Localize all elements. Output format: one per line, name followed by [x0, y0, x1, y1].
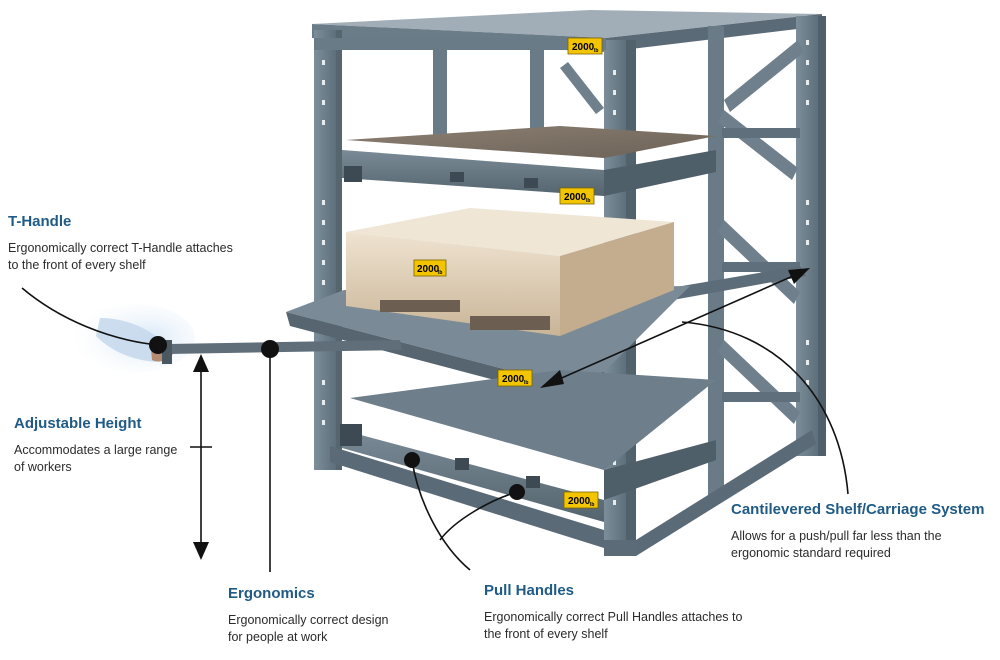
- svg-text:2000: 2000: [502, 374, 525, 385]
- callout-adjustable-height-line-2: of workers: [14, 460, 72, 474]
- push-pull-arrowhead-left: [540, 370, 564, 388]
- bottom-shelf: [330, 370, 816, 556]
- callout-pull-handles-text: Ergonomically correct Pull Handles attac…: [484, 609, 742, 643]
- pull-handle-dot-left: [404, 452, 420, 468]
- svg-text:2000: 2000: [564, 192, 587, 203]
- callout-ergonomics-line-2: for people at work: [228, 630, 328, 644]
- capacity-plate-top-beam: 2000 lb: [567, 37, 603, 55]
- callout-t-handle-line-1: Ergonomically correct T-Handle attaches: [8, 241, 233, 255]
- leader-lines: [21, 271, 849, 572]
- svg-text:2000: 2000: [568, 496, 591, 507]
- callout-adjustable-height-line-1: Accommodates a large range: [14, 443, 178, 457]
- callout-cantilevered-system: Cantilevered Shelf/Carriage System Allow…: [731, 501, 984, 562]
- capacity-plate-block: 2000 lb: [413, 259, 447, 277]
- callout-t-handle-title: T-Handle: [8, 213, 72, 230]
- capacity-plate-top-shelf: 2000 lb: [559, 187, 595, 205]
- callout-adjustable-height: Adjustable Height Accommodates a large r…: [14, 415, 177, 476]
- svg-text:2000: 2000: [572, 42, 595, 53]
- ergonomics-dot: [261, 340, 279, 358]
- middle-shelf: [286, 208, 806, 392]
- capacity-plate-bottom-shelf: 2000 lb: [563, 491, 599, 509]
- callout-ergonomics: Ergonomics Ergonomically correct design …: [228, 585, 389, 646]
- callout-t-handle-text: Ergonomically correct T-Handle attaches …: [8, 240, 233, 274]
- callout-pull-handles-line-2: the front of every shelf: [484, 627, 608, 641]
- t-handle-leader: [21, 287, 159, 346]
- callout-cantilevered-line-1: Allows for a push/pull far less than the: [731, 529, 942, 543]
- leader-dots: [149, 336, 525, 500]
- callout-cantilevered-title: Cantilevered Shelf/Carriage System: [731, 501, 985, 518]
- pull-handle-dot-right: [509, 484, 525, 500]
- capacity-plate-middle-shelf: 2000 lb: [497, 369, 533, 387]
- svg-text:lb: lb: [594, 48, 598, 54]
- pull-handles-leader-left: [411, 459, 471, 571]
- callout-pull-handles: Pull Handles Ergonomically correct Pull …: [484, 582, 742, 643]
- callout-ergonomics-text: Ergonomically correct design for people …: [228, 612, 389, 646]
- svg-text:lb: lb: [524, 380, 528, 386]
- callout-pull-handles-line-1: Ergonomically correct Pull Handles attac…: [484, 610, 743, 624]
- t-handle-dot: [149, 336, 167, 354]
- callout-t-handle: T-Handle Ergonomically correct T-Handle …: [8, 213, 233, 274]
- rack-frame: [312, 10, 826, 556]
- callout-cantilevered-text: Allows for a push/pull far less than the…: [731, 528, 984, 562]
- pull-handles-leader-right: [439, 491, 518, 541]
- callout-adjustable-height-text: Accommodates a large range of workers: [14, 442, 177, 476]
- arrowheads: [193, 268, 810, 560]
- svg-text:lb: lb: [586, 198, 590, 204]
- callout-pull-handles-title: Pull Handles: [484, 582, 575, 599]
- callout-adjustable-height-title: Adjustable Height: [14, 415, 142, 432]
- callout-t-handle-line-2: to the front of every shelf: [8, 258, 146, 272]
- push-pull-arrow-shaft: [547, 271, 803, 385]
- callout-cantilevered-line-2: ergonomic standard required: [731, 546, 891, 560]
- svg-text:lb: lb: [438, 270, 442, 276]
- cantilever-leader: [681, 321, 849, 495]
- height-arrow-down: [193, 542, 209, 560]
- height-arrow-up: [193, 354, 209, 372]
- top-shelf: [342, 126, 716, 196]
- t-handle-arm: [75, 304, 402, 372]
- svg-text:lb: lb: [590, 502, 594, 508]
- callout-ergonomics-line-1: Ergonomically correct design: [228, 613, 389, 627]
- push-pull-arrowhead-right: [788, 268, 810, 284]
- svg-text:2000: 2000: [417, 264, 440, 275]
- callout-ergonomics-title: Ergonomics: [228, 585, 315, 602]
